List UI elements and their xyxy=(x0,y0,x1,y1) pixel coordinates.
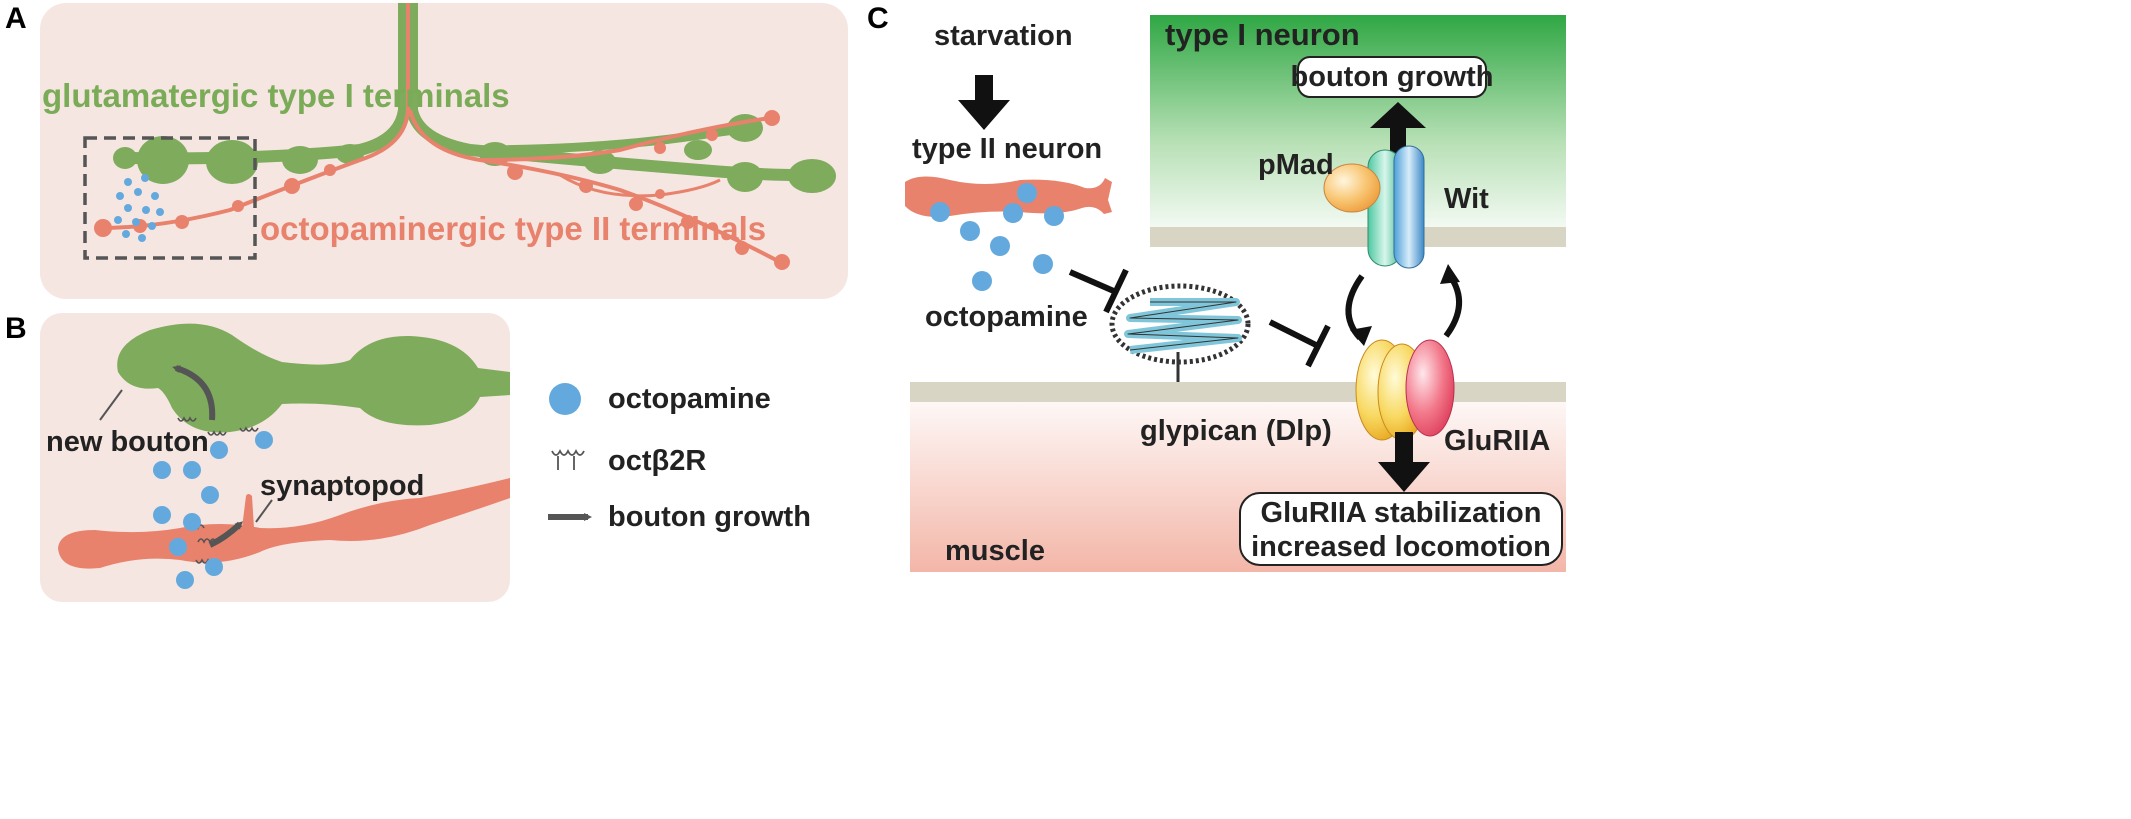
synaptopod-label: synaptopod xyxy=(260,470,424,502)
glypican-dlp xyxy=(1109,283,1251,382)
gluriia-label: GluRIIA xyxy=(1444,425,1550,457)
legend-b: octopamine octβ2R bouton growth xyxy=(548,383,811,533)
bouton-growth-arrow-b xyxy=(208,521,243,548)
new-bouton-pointer xyxy=(99,389,123,421)
octopamine-label-c: octopamine xyxy=(925,301,1088,333)
wit-to-gluriia-arrowhead xyxy=(1350,326,1372,346)
starvation-arrow xyxy=(958,75,1010,130)
type-ii-neuron-shape xyxy=(905,176,1112,217)
bouton-growth-label-c: bouton growth xyxy=(1291,61,1494,93)
outcome-line1: GluRIIA stabilization xyxy=(1261,497,1542,529)
pmad-protein xyxy=(1323,163,1381,213)
octopamine-dots-a xyxy=(114,174,164,242)
legend-receptor-icon xyxy=(551,448,585,470)
type-ii-terminals xyxy=(94,3,790,270)
type-i-bouton-closeup xyxy=(117,323,510,433)
wit-receptor xyxy=(1367,145,1425,269)
octopamine-inhibits-glypican xyxy=(1068,268,1129,314)
gluriia-to-wit-arrow xyxy=(1443,274,1463,338)
gluriia-to-outcome-arrow xyxy=(1378,432,1430,492)
octopamine-dots-c xyxy=(930,183,1064,291)
muscle-label: muscle xyxy=(945,535,1045,567)
outcome-box xyxy=(1239,492,1563,566)
synaptopod-pointer xyxy=(255,499,273,523)
glypican-label: glypican (Dlp) xyxy=(1140,415,1332,447)
wit-to-bouton-arrow xyxy=(1370,102,1426,155)
panel-c-letter: C xyxy=(867,2,889,35)
receptors-type-i xyxy=(177,416,259,436)
panel-a-letter: A xyxy=(5,2,27,35)
type-i-membrane xyxy=(1150,227,1566,247)
panel-c: C type I neuron muscle starvation type I… xyxy=(867,2,1566,572)
muscle-membrane xyxy=(910,382,1566,402)
wit-label: Wit xyxy=(1444,183,1489,215)
zoom-region-box xyxy=(83,136,257,260)
gluriia-to-wit-arrowhead xyxy=(1440,264,1460,284)
new-bouton-growth-arrow xyxy=(172,365,216,421)
octopamine-dots-b xyxy=(153,431,273,589)
legend-octopamine-swatch xyxy=(549,383,581,415)
pmad-label: pMad xyxy=(1258,149,1334,181)
new-bouton-label: new bouton xyxy=(46,426,209,458)
legend-receptor-label: octβ2R xyxy=(608,445,706,477)
panel-b: B xyxy=(5,312,811,602)
legend-bouton-growth-label: bouton growth xyxy=(608,501,811,533)
gluriia-receptor xyxy=(1355,339,1455,441)
glutamatergic-label: glutamatergic type I terminals xyxy=(42,77,510,114)
octopaminergic-label: octopaminergic type II terminals xyxy=(260,210,766,247)
type-i-neuron-label: type I neuron xyxy=(1165,17,1360,52)
panel-a: A xyxy=(5,2,848,299)
bouton-growth-box xyxy=(1297,56,1487,98)
type-i-terminals xyxy=(113,3,836,193)
legend-octopamine-label: octopamine xyxy=(608,383,771,415)
type-ii-neuron-label: type II neuron xyxy=(912,133,1102,165)
starvation-label: starvation xyxy=(934,20,1073,52)
panel-b-letter: B xyxy=(5,312,27,345)
glypican-inhibits-gluriia xyxy=(1268,319,1331,368)
outcome-line2: increased locomotion xyxy=(1251,531,1551,563)
